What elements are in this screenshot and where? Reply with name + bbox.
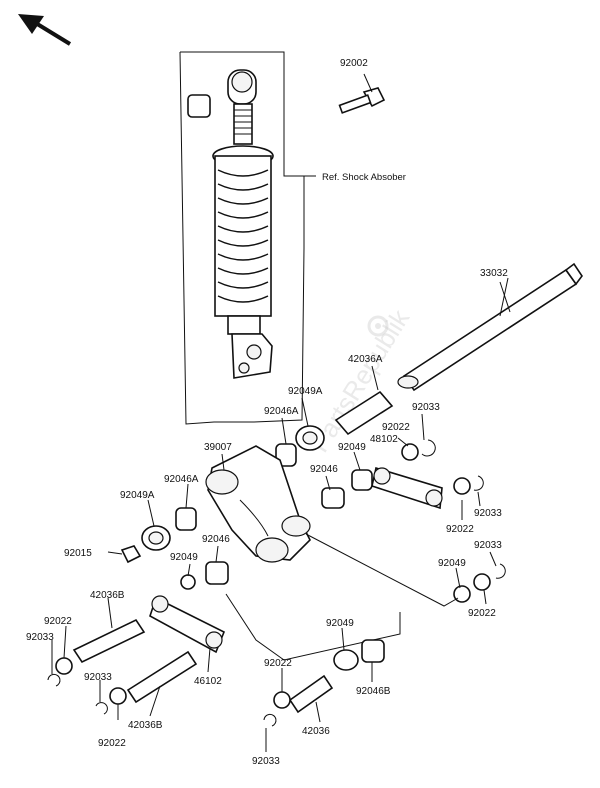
part-label-33032: 33032 bbox=[480, 268, 508, 279]
part-label-46102: 46102 bbox=[194, 676, 222, 687]
circlip-92033-f bbox=[263, 713, 277, 727]
part-label-42036b-b: 42036B bbox=[128, 720, 163, 731]
washer-92022-f bbox=[273, 691, 291, 709]
pin-42036b-upper bbox=[72, 618, 146, 664]
watermark-gear-icon bbox=[367, 315, 389, 337]
part-label-92046-b: 92046 bbox=[202, 534, 230, 545]
circlip-92033-c bbox=[495, 563, 506, 579]
washer-92022-d bbox=[55, 657, 73, 675]
part-label-92049a-b: 92049A bbox=[120, 490, 155, 501]
washer-92049-low bbox=[333, 649, 359, 671]
circlip-92033-e bbox=[95, 702, 108, 715]
pin-42036 bbox=[288, 674, 334, 714]
part-label-92002: 92002 bbox=[340, 58, 368, 69]
bushing-92049-right bbox=[351, 469, 373, 491]
washer-92022-b bbox=[453, 477, 471, 495]
part-label-92015: 92015 bbox=[64, 548, 92, 559]
part-label-39007: 39007 bbox=[204, 442, 232, 453]
part-label-92049-c: 92049 bbox=[438, 558, 466, 569]
circlip-92033-d bbox=[47, 673, 61, 687]
pin-42036b-lower bbox=[126, 650, 198, 704]
part-labels: 92002 33032 42036A 92049A 92046A 92022 9… bbox=[26, 58, 508, 767]
part-label-92022-c: 92022 bbox=[468, 608, 496, 619]
bushing-92046b bbox=[361, 639, 385, 663]
part-label-92049-b: 92049 bbox=[170, 552, 198, 563]
washer-92022-e bbox=[109, 687, 127, 705]
part-label-92046a-b: 92046A bbox=[164, 474, 199, 485]
bushing-92046-right bbox=[321, 487, 345, 509]
part-label-92033-e: 92033 bbox=[84, 672, 112, 683]
part-label-92033-d: 92033 bbox=[26, 632, 54, 643]
nut-92015 bbox=[120, 545, 142, 564]
bushing-92046a-lower bbox=[175, 507, 197, 531]
reference-label: Ref. Shock Absober bbox=[322, 172, 406, 183]
bolt-92002 bbox=[338, 87, 386, 114]
part-label-92022-b: 92022 bbox=[446, 524, 474, 535]
collar-42036a bbox=[334, 375, 419, 436]
link-rod-48102 bbox=[371, 466, 443, 510]
link-rod-46102 bbox=[149, 595, 226, 654]
part-label-92022-d: 92022 bbox=[44, 616, 72, 627]
shock-absorber bbox=[212, 69, 274, 379]
part-label-92022-f: 92022 bbox=[264, 658, 292, 669]
washer-92022-a bbox=[401, 443, 419, 461]
part-label-92033-f: 92033 bbox=[252, 756, 280, 767]
part-label-92046b: 92046B bbox=[356, 686, 391, 697]
rocker-arm-39007 bbox=[205, 445, 311, 563]
part-label-92046a: 92046A bbox=[264, 406, 299, 417]
part-label-92046-a: 92046 bbox=[310, 464, 338, 475]
circlip-92033-a bbox=[421, 439, 436, 457]
part-label-42036b-a: 42036B bbox=[90, 590, 125, 601]
part-label-42036: 42036 bbox=[302, 726, 330, 737]
part-label-48102: 48102 bbox=[370, 434, 398, 445]
front-direction-arrow-icon bbox=[18, 14, 72, 46]
part-label-92033-b: 92033 bbox=[474, 508, 502, 519]
washer-92049-left bbox=[180, 574, 196, 590]
shaft-33032 bbox=[402, 262, 583, 392]
leader-lines bbox=[51, 277, 509, 752]
part-label-92022-e: 92022 bbox=[98, 738, 126, 749]
circlip-92033-b bbox=[473, 475, 484, 491]
part-label-92049-d: 92049 bbox=[326, 618, 354, 629]
shock-reference-outline bbox=[179, 51, 305, 425]
shock-top-bushing bbox=[187, 94, 211, 118]
part-label-92022-a: 92022 bbox=[382, 422, 410, 433]
part-label-92049-a: 92049 bbox=[338, 442, 366, 453]
part-label-92049a: 92049A bbox=[288, 386, 323, 397]
part-label-42036a: 42036A bbox=[348, 354, 383, 365]
part-label-92033-c: 92033 bbox=[474, 540, 502, 551]
washer-92022-c bbox=[473, 573, 491, 591]
part-label-92033-a: 92033 bbox=[412, 402, 440, 413]
bushing-92046-left bbox=[205, 561, 229, 585]
washer-92049-r2 bbox=[453, 585, 471, 603]
